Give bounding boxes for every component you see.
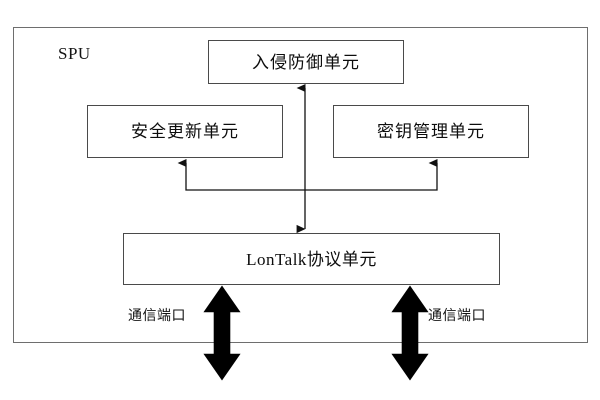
security-update-unit-box[interactable]: 安全更新单元 — [87, 105, 283, 158]
intrusion-prevention-unit-box[interactable]: 入侵防御单元 — [208, 40, 404, 84]
key-management-unit-box[interactable]: 密钥管理单元 — [333, 105, 529, 158]
spu-container-label: SPU — [58, 44, 91, 63]
lontalk-protocol-unit-label: LonTalk协议单元 — [246, 249, 377, 269]
communication-port-right-label: 通信端口 — [428, 309, 486, 324]
spu-container-frame — [13, 27, 588, 343]
communication-port-left-label: 通信端口 — [128, 309, 186, 324]
security-update-unit-label: 安全更新单元 — [131, 122, 239, 141]
key-management-unit-label: 密钥管理单元 — [377, 122, 485, 141]
lontalk-protocol-unit-box[interactable]: LonTalk协议单元 — [123, 233, 500, 285]
intrusion-prevention-unit-label: 入侵防御单元 — [252, 52, 360, 72]
